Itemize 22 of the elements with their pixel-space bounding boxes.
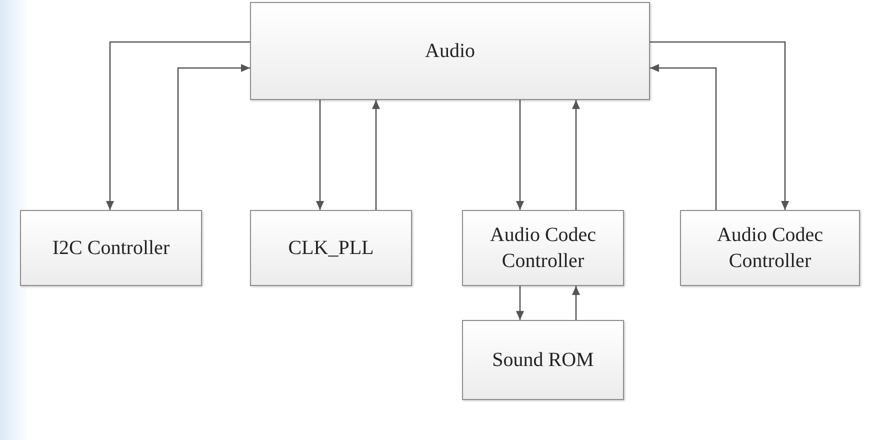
block-box	[20, 210, 202, 286]
arrow	[572, 286, 580, 320]
arrow	[372, 100, 380, 210]
arrow	[572, 100, 580, 210]
block-label: Audio Codec Controller	[716, 223, 824, 274]
block-label: Audio	[425, 39, 475, 64]
arrow	[316, 100, 324, 210]
arrow	[650, 41, 789, 210]
arrow	[516, 286, 524, 320]
arrow	[177, 64, 250, 210]
arrow	[650, 64, 717, 210]
block-box	[462, 320, 624, 400]
arrow	[106, 41, 250, 210]
block-label: Audio Codec Controller	[488, 223, 598, 274]
block-box	[250, 210, 412, 286]
block-box	[680, 210, 860, 286]
block-box	[462, 210, 624, 286]
block-label: CLK_PLL	[288, 236, 374, 261]
block-label: I2C Controller	[52, 236, 170, 261]
block-label: Sound ROM	[492, 348, 594, 373]
arrow	[516, 100, 524, 210]
block-box	[250, 2, 650, 100]
